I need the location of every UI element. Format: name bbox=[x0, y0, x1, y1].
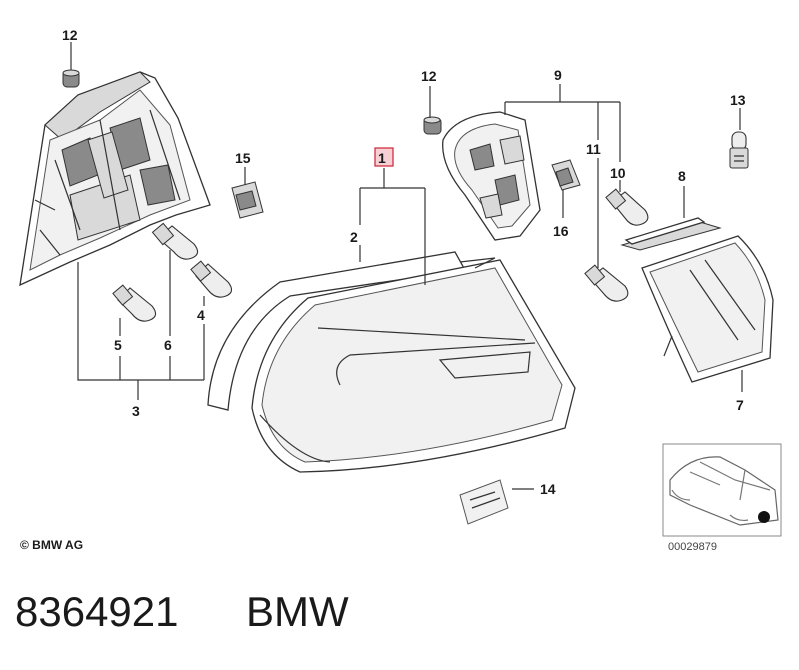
callout-12-left[interactable]: 12 bbox=[62, 27, 78, 43]
gasket-8 bbox=[620, 217, 722, 251]
bulb-10 bbox=[605, 188, 649, 226]
socket-16 bbox=[551, 159, 581, 191]
callout-4[interactable]: 4 bbox=[197, 307, 205, 323]
callout-9[interactable]: 9 bbox=[554, 67, 562, 83]
callout-12-right[interactable]: 12 bbox=[421, 68, 437, 84]
callout-14[interactable]: 14 bbox=[540, 481, 556, 497]
bulb-5 bbox=[112, 284, 157, 322]
bulb-11 bbox=[584, 264, 629, 302]
callout-10[interactable]: 10 bbox=[610, 165, 626, 181]
part-number: 8364921 bbox=[15, 588, 179, 635]
bulb-4 bbox=[190, 260, 233, 298]
parts-diagram: 1 2 3 4 5 6 7 8 9 10 11 12 12 13 14 15 1… bbox=[19, 27, 782, 537]
tail-light-lens bbox=[207, 251, 576, 473]
drawing-number: 00029879 bbox=[668, 541, 717, 553]
bulb-6 bbox=[151, 222, 199, 260]
callout-15[interactable]: 15 bbox=[235, 150, 251, 166]
callout-2[interactable]: 2 bbox=[350, 229, 358, 245]
callout-7[interactable]: 7 bbox=[736, 397, 744, 413]
callouts: 1 2 3 4 5 6 7 8 9 10 11 12 12 13 14 15 1… bbox=[62, 27, 746, 497]
leader-lines bbox=[70, 42, 743, 490]
lamp-carrier-left bbox=[19, 71, 211, 287]
socket-15 bbox=[231, 181, 264, 219]
callout-6[interactable]: 6 bbox=[164, 337, 172, 353]
callout-13[interactable]: 13 bbox=[730, 92, 746, 108]
callout-1[interactable]: 1 bbox=[378, 150, 386, 166]
copyright-label: © BMW AG bbox=[20, 538, 84, 552]
callout-16[interactable]: 16 bbox=[553, 223, 569, 239]
brand-name: BMW bbox=[246, 588, 349, 635]
highlight-box-1 bbox=[374, 147, 394, 167]
location-dot bbox=[758, 511, 770, 523]
vehicle-location-inset bbox=[662, 443, 782, 537]
bulb-holder-right bbox=[442, 111, 541, 241]
grommet-12-left bbox=[62, 69, 80, 88]
callout-5[interactable]: 5 bbox=[114, 337, 122, 353]
callout-11[interactable]: 11 bbox=[586, 141, 601, 157]
callout-3[interactable]: 3 bbox=[132, 403, 140, 419]
inner-lens-7 bbox=[641, 235, 774, 383]
sticker-14 bbox=[459, 479, 509, 525]
callout-8[interactable]: 8 bbox=[678, 168, 686, 184]
bulb-13 bbox=[729, 131, 749, 169]
grommet-12-right bbox=[423, 116, 442, 135]
